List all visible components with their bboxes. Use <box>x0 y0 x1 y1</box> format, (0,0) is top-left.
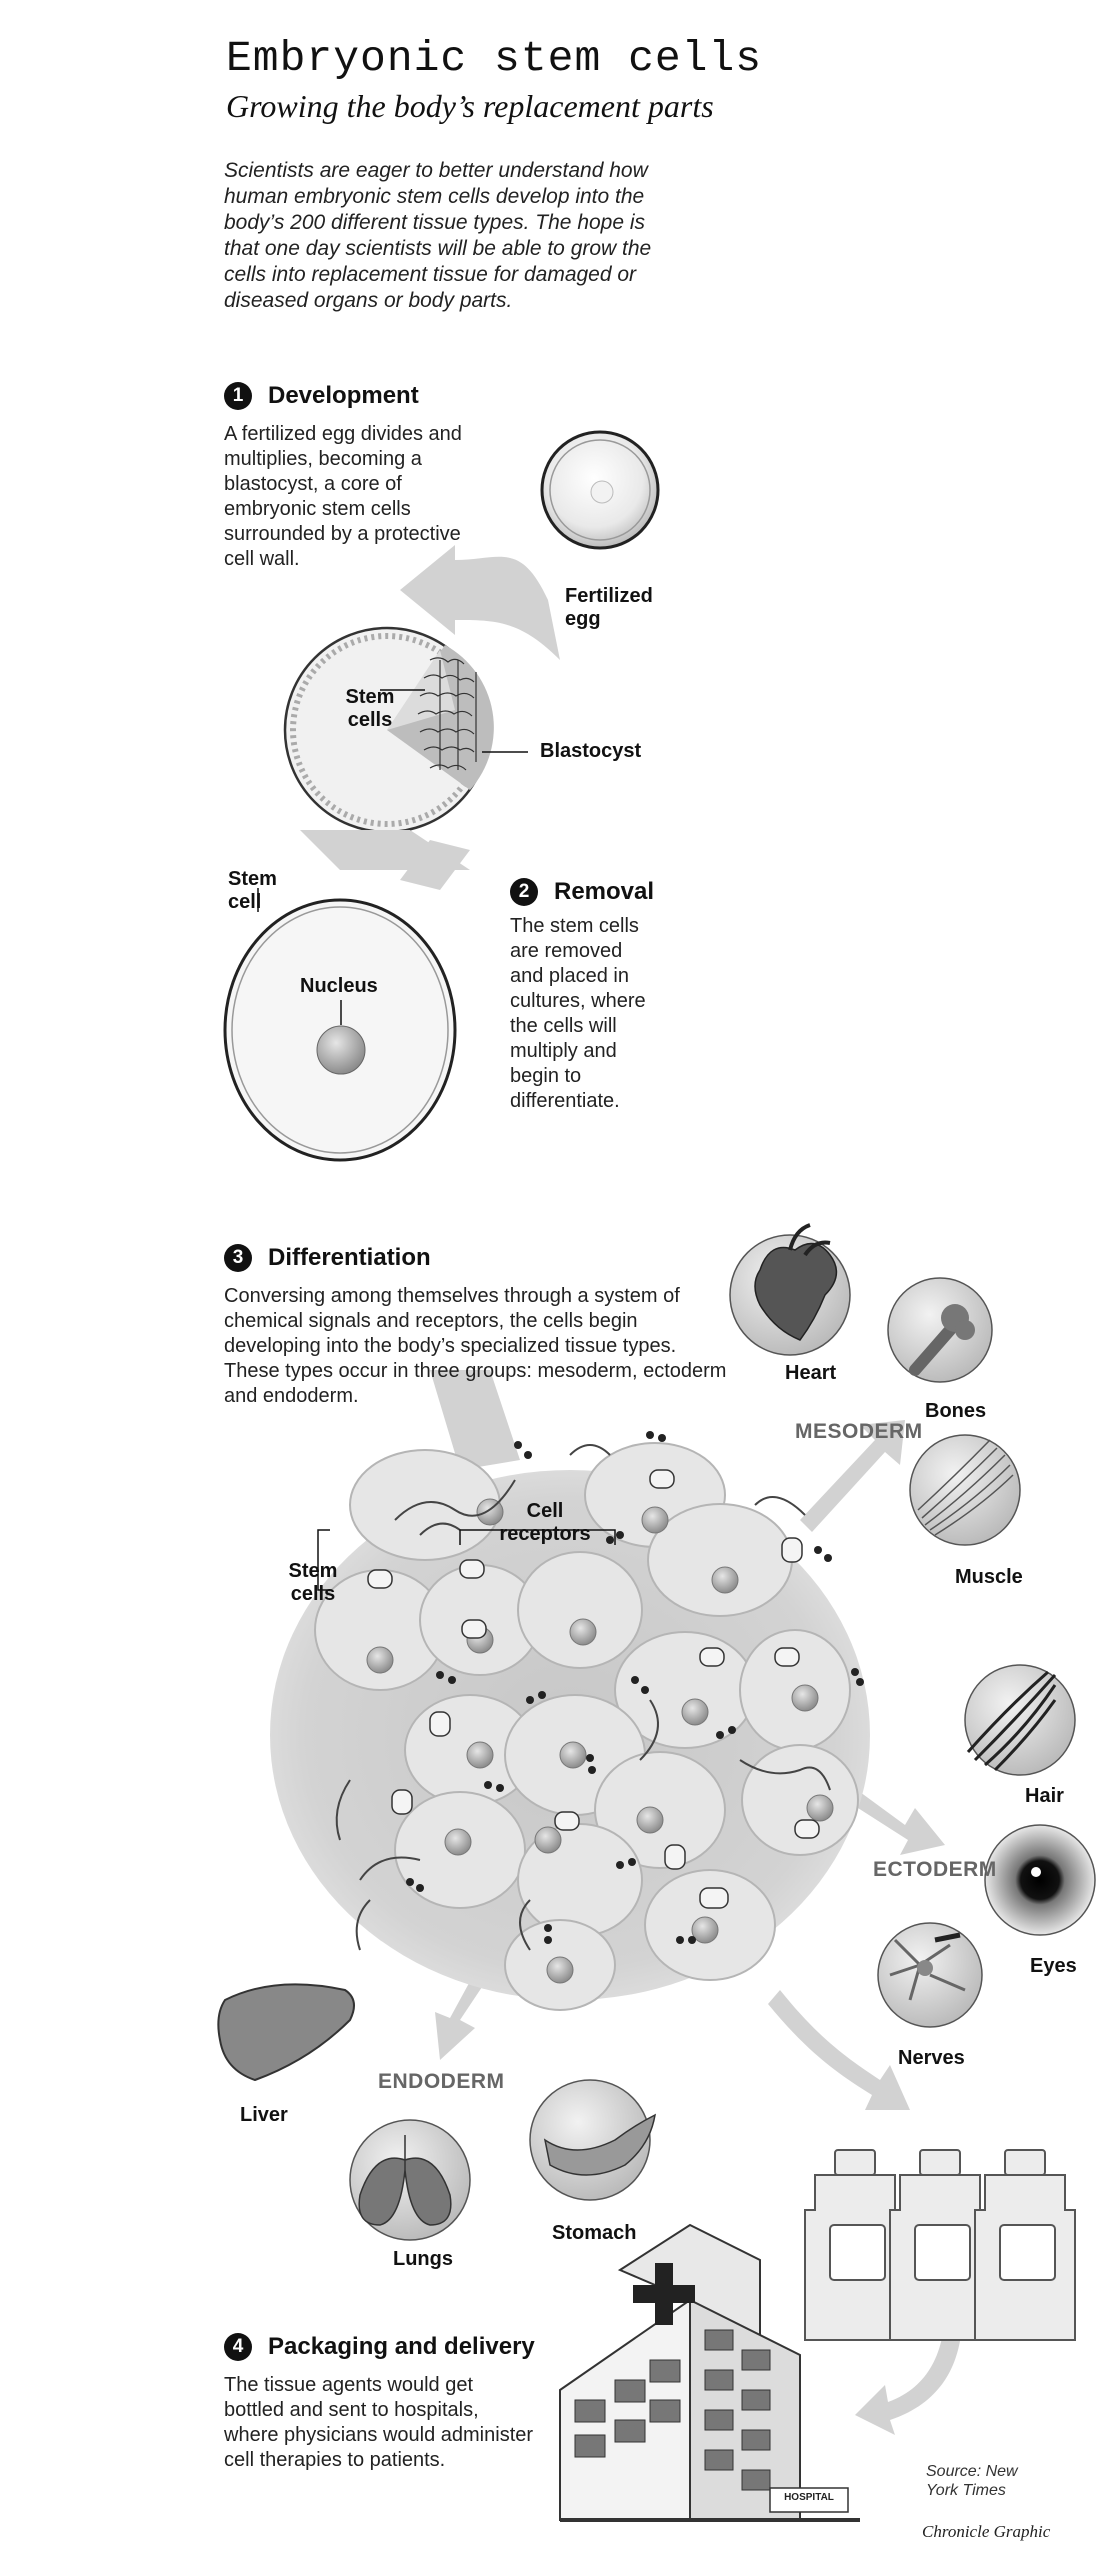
lungs-icon <box>349 2119 471 2241</box>
arrow-to-bottles <box>768 1990 910 2110</box>
step-1-title: Development <box>268 382 419 409</box>
nucleus-label: Nucleus <box>300 975 378 997</box>
step-4-title: Packaging and delivery <box>268 2333 535 2360</box>
cluster-stem-cells-label: Stem cells <box>288 1560 338 1605</box>
step-1-text: A fertilized egg divides and multiplies,… <box>224 423 462 570</box>
heart-label: Heart <box>785 1362 837 1384</box>
arrow-bottles-to-hospital <box>855 2280 963 2435</box>
bottles-illustration <box>804 2149 1076 2341</box>
muscle-label: Muscle <box>955 1566 1023 1588</box>
blastocyst-stem-cells-label: Stem cells <box>345 686 395 731</box>
page-title: Embryonic stem cells <box>226 34 763 83</box>
hospital-sign: HOSPITAL <box>784 2492 834 2503</box>
nerves-label: Nerves <box>898 2047 965 2069</box>
hospital-illustration <box>559 2223 860 2522</box>
lungs-label: Lungs <box>393 2248 453 2270</box>
step-2-number: 2 <box>510 878 538 906</box>
step-3-number: 3 <box>224 1244 252 1272</box>
intro-paragraph: Scientists are eager to better understan… <box>224 159 652 312</box>
hair-icon <box>964 1664 1076 1776</box>
step-2-title: Removal <box>554 878 655 905</box>
stomach-label: Stomach <box>552 2222 637 2244</box>
cell-cluster-illustration <box>270 1431 870 2011</box>
fertilized-egg-label: Fertilized egg <box>565 585 653 630</box>
nerves-icon <box>877 1922 983 2028</box>
blastocyst-label: Blastocyst <box>540 740 642 762</box>
step-3-title: Differentiation <box>268 1244 431 1271</box>
heart-icon <box>729 1223 851 1356</box>
arrow-to-mesoderm <box>800 1420 905 1532</box>
ectoderm-label: ECTODERM <box>873 1858 997 1881</box>
step-2-text: The stem cells are removed and placed in… <box>510 915 646 1112</box>
page-subtitle: Growing the body’s replacement parts <box>226 88 714 124</box>
stem-cell-illustration <box>223 830 470 1162</box>
arrow-cell-to-cluster <box>430 1370 520 1470</box>
bones-icon <box>887 1277 993 1383</box>
bones-label: Bones <box>925 1400 987 1422</box>
cell-receptors-label: Cell receptors <box>499 1500 591 1545</box>
arrow-egg-to-blastocyst <box>400 545 560 660</box>
step-1-header: 1 Development <box>224 382 419 410</box>
eyes-label: Eyes <box>1030 1955 1077 1977</box>
mesoderm-label: MESODERM <box>795 1420 923 1443</box>
liver-icon <box>217 1983 355 2082</box>
step-4-header: 4 Packaging and delivery <box>224 2333 535 2361</box>
endoderm-label: ENDODERM <box>378 2070 505 2093</box>
blastocyst-illustration <box>283 626 528 834</box>
stem-cell-label: Stem cell <box>228 868 277 913</box>
step-4-text: The tissue agents would get bottled and … <box>224 2374 534 2471</box>
step-3-header: 3 Differentiation <box>224 1244 431 1272</box>
step-2-header: 2 Removal <box>510 878 654 906</box>
fertilized-egg-illustration <box>540 430 660 550</box>
liver-label: Liver <box>240 2104 288 2126</box>
hair-label: Hair <box>1025 1785 1064 1807</box>
stomach-icon <box>529 2079 656 2201</box>
step-1-number: 1 <box>224 382 252 410</box>
step-4-number: 4 <box>224 2333 252 2361</box>
graphic-credit: Chronicle Graphic <box>922 2522 1051 2541</box>
step-3-text: Conversing among themselves through a sy… <box>224 1285 727 1407</box>
muscle-icon <box>909 1434 1021 1546</box>
eyes-icon <box>984 1824 1096 1936</box>
source-note: Source: New York Times <box>926 2463 1018 2499</box>
